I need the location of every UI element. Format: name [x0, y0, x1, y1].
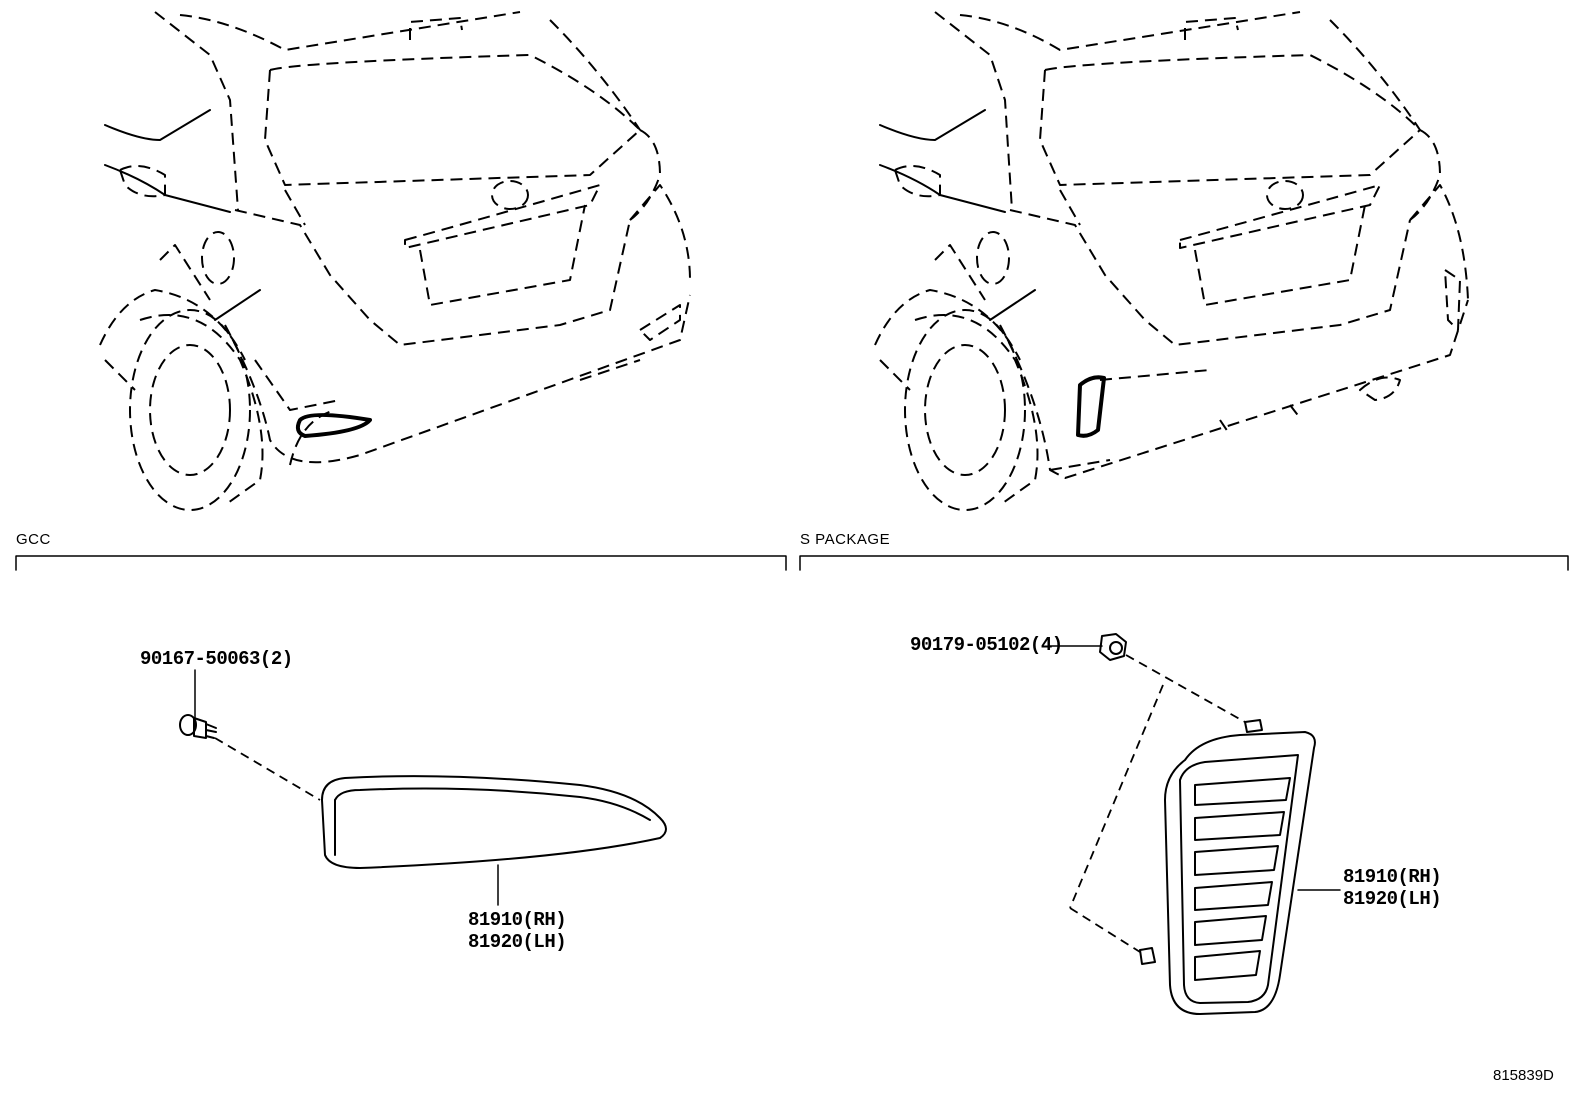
- part-number-spkg-reflector-rh: 81910(RH): [1343, 866, 1441, 888]
- part-number-spkg-nut: 90179-05102(4): [910, 634, 1063, 656]
- section-gcc: GCC: [15, 531, 787, 571]
- gcc-parts: 90167-50063(2) 81910(RH) 81920(LH): [140, 648, 667, 953]
- nut-icon: [1099, 633, 1127, 661]
- stud-bolt-icon: [1139, 719, 1263, 965]
- diagram-code: 815839D: [1493, 1067, 1554, 1084]
- part-number-spkg-reflector-lh: 81920(LH): [1343, 888, 1441, 910]
- section-label-gcc: GCC: [16, 531, 51, 548]
- screw-icon: [179, 714, 217, 739]
- reflector-gcc-icon: [321, 775, 667, 869]
- part-number-gcc-reflector-rh: 81910(RH): [468, 909, 566, 931]
- car-illustration-gcc: [99, 11, 691, 511]
- section-s-package: S PACKAGE: [799, 531, 1569, 571]
- part-number-gcc-screw: 90167-50063(2): [140, 648, 293, 670]
- part-number-gcc-reflector-lh: 81920(LH): [468, 931, 566, 953]
- section-label-s-package: S PACKAGE: [800, 531, 890, 548]
- car-illustration-s-package: [874, 11, 1469, 511]
- s-package-parts: 90179-05102(4) 81910(RH) 81920(LH): [910, 633, 1442, 1015]
- reflector-s-package-icon: [1164, 731, 1316, 1015]
